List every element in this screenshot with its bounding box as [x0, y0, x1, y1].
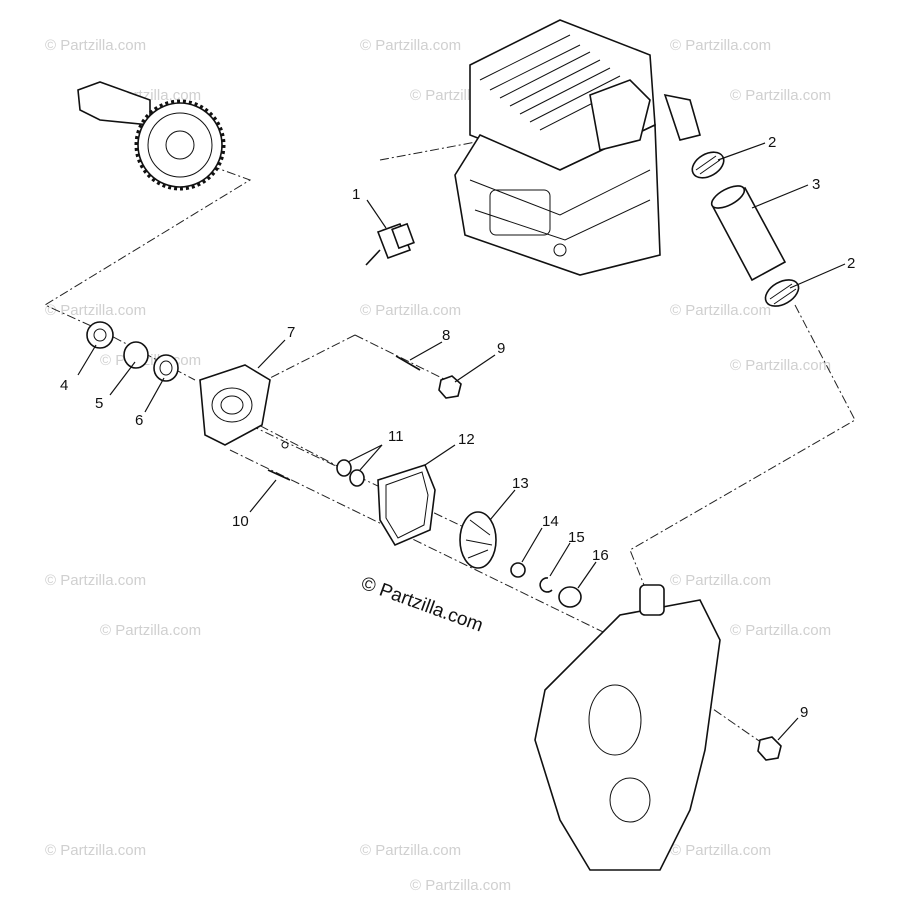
stud-axis-line	[354, 334, 451, 383]
watermark: © Partzilla.com	[100, 352, 201, 369]
watermark: © Partzilla.com	[360, 842, 461, 859]
watermark: © Partzilla.com	[730, 622, 831, 639]
bearing	[86, 321, 114, 349]
washer	[510, 562, 526, 578]
bearing-seal	[153, 354, 179, 382]
watermark: © Partzilla.com	[100, 622, 201, 639]
callout-16: 16	[592, 547, 609, 564]
hose-clamp-lower	[764, 279, 800, 307]
circlip	[539, 577, 553, 593]
watermark: © Partzilla.com	[45, 37, 146, 54]
water-pump-shaft-gear	[77, 81, 226, 191]
watermark: © Partzilla.com	[45, 842, 146, 859]
stud-axis-line	[269, 334, 356, 379]
coolant-hose	[710, 185, 787, 282]
callout-13: 13	[512, 475, 529, 492]
pump-housing	[199, 364, 289, 449]
watermark: © Partzilla.com	[670, 302, 771, 319]
callout-9-lower: 9	[800, 704, 808, 721]
callout-14: 14	[542, 513, 559, 530]
callout-1: 1	[352, 186, 360, 203]
watermark: © Partzilla.com	[670, 572, 771, 589]
hose-route-line	[629, 304, 856, 601]
callout-6: 6	[135, 412, 143, 429]
watermark: © Partzilla.com	[670, 842, 771, 859]
shaft-axis-line	[43, 159, 252, 381]
callout-labels: 1 2 2 3 4 5 6 7 8 9 9 10 11 12 13 14 15 …	[60, 134, 855, 721]
pump-gasket	[377, 464, 436, 547]
stud-bolt-lower	[267, 469, 291, 481]
stud-bolt	[395, 355, 421, 371]
watermark: © Partzilla.com	[45, 302, 146, 319]
watermark-layer: © Partzilla.com © Partzilla.com © Partzi…	[45, 37, 831, 894]
leader-lines	[77, 142, 846, 741]
watermark: © Partzilla.com	[670, 37, 771, 54]
temp-sensor-axis-line	[379, 129, 541, 161]
callout-2-lower: 2	[847, 255, 855, 272]
callout-15: 15	[568, 529, 585, 546]
flange-nut-lower	[757, 736, 782, 761]
callout-2-upper: 2	[768, 134, 776, 151]
callout-11: 11	[388, 428, 404, 445]
hose-clamp-upper	[691, 151, 725, 179]
flange-nut	[438, 375, 462, 399]
engine-cylinder	[454, 19, 701, 276]
callout-7: 7	[287, 324, 295, 341]
callout-8: 8	[442, 327, 450, 344]
watermark: © Partzilla.com	[360, 37, 461, 54]
watermark: © Partzilla.com	[410, 877, 511, 894]
temperature-sensor	[365, 222, 415, 266]
watermark: © Partzilla.com	[730, 357, 831, 374]
callout-3: 3	[812, 176, 820, 193]
callout-12: 12	[458, 431, 475, 448]
copyright-label: © Partzilla.com	[358, 573, 485, 637]
cap-nut	[558, 586, 582, 608]
watermark: © Partzilla.com	[45, 572, 146, 589]
impeller	[459, 511, 497, 569]
callout-4: 4	[60, 377, 68, 394]
watermark: © Partzilla.com	[360, 302, 461, 319]
main-axis-line	[229, 449, 641, 651]
callout-5: 5	[95, 395, 103, 412]
mechanical-seals	[336, 459, 365, 487]
callout-9-upper: 9	[497, 340, 505, 357]
oil-seal	[123, 341, 149, 369]
callout-10: 10	[232, 513, 249, 530]
watermark: © Partzilla.com	[730, 87, 831, 104]
crankcase-cover	[534, 584, 721, 871]
